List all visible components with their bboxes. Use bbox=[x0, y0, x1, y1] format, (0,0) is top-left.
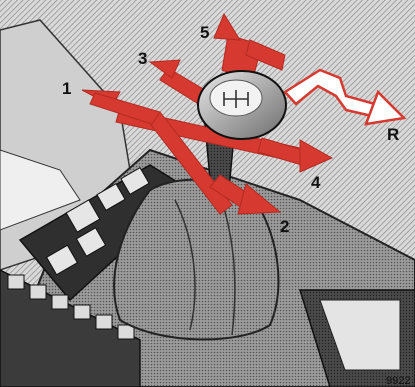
gear-label-3: 3 bbox=[138, 49, 147, 68]
console-switch bbox=[74, 305, 90, 319]
console-switch bbox=[52, 295, 68, 309]
gear-label-4: 4 bbox=[311, 173, 321, 192]
console-switch bbox=[30, 285, 46, 299]
gear-label-reverse: R bbox=[387, 125, 399, 144]
console-switch bbox=[8, 275, 24, 289]
gear-knob bbox=[198, 71, 286, 139]
console-switch bbox=[96, 315, 112, 329]
gear-label-2: 2 bbox=[280, 217, 289, 236]
figure-reference-number: 9922 bbox=[386, 375, 410, 387]
gear-label-1: 1 bbox=[62, 79, 71, 98]
gear-label-5: 5 bbox=[200, 23, 209, 42]
